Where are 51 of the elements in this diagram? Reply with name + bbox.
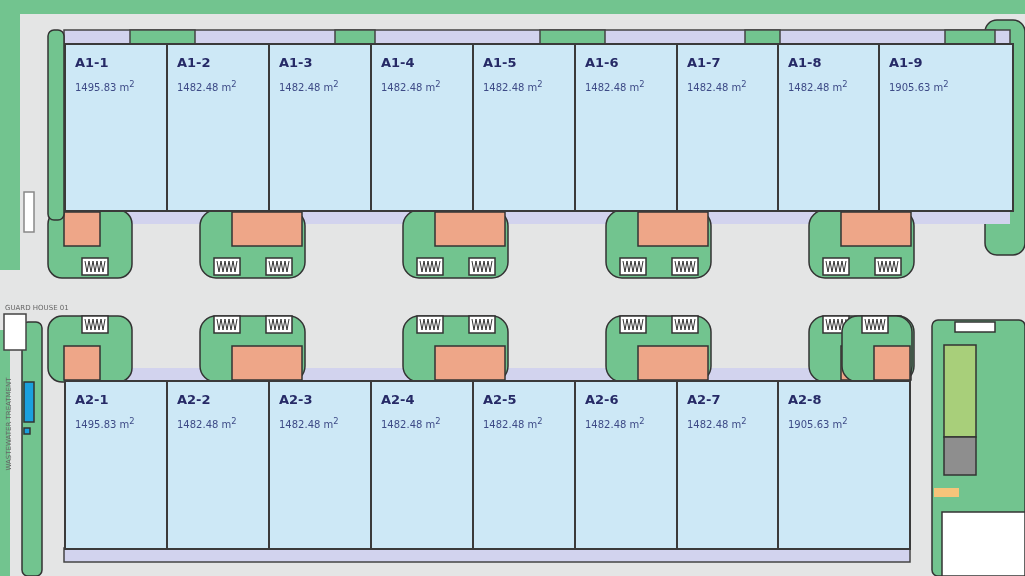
unit-name: A1-1 [75, 55, 109, 70]
unit-name: A1-2 [177, 55, 211, 70]
warehouse-unit [878, 43, 1014, 212]
warehouse-unit [64, 43, 168, 212]
warehouse-unit [574, 43, 678, 212]
warehouse-unit [574, 380, 678, 550]
unit-area: 1905.63 m$^{2}$ [889, 79, 949, 94]
unit-name: A2-6 [585, 392, 619, 407]
unit-area: 1905.63 m$^{2}$ [788, 416, 848, 431]
unit-area: 1482.48 m$^{2}$ [177, 416, 237, 431]
unit-area: 1482.48 m$^{2}$ [177, 79, 237, 94]
unit-name: A2-3 [279, 392, 313, 407]
unit-name: A2-8 [788, 392, 822, 407]
warehouse-unit [472, 43, 576, 212]
unit-name: A2-5 [483, 392, 517, 407]
unit-area: 1482.48 m$^{2}$ [279, 416, 339, 431]
warehouse-unit [166, 380, 270, 550]
warehouse-unit [370, 43, 474, 212]
unit-area: 1482.48 m$^{2}$ [279, 79, 339, 94]
unit-area: 1482.48 m$^{2}$ [585, 416, 645, 431]
warehouse-unit [676, 43, 779, 212]
unit-name: A1-7 [687, 55, 721, 70]
unit-area: 1482.48 m$^{2}$ [483, 79, 543, 94]
warehouse-unit [777, 43, 880, 212]
unit-area: 1482.48 m$^{2}$ [585, 79, 645, 94]
warehouse-unit [166, 43, 270, 212]
unit-area: 1495.83 m$^{2}$ [75, 416, 135, 431]
warehouse-unit [370, 380, 474, 550]
unit-name: A2-7 [687, 392, 721, 407]
warehouse-unit [676, 380, 779, 550]
unit-name: A2-2 [177, 392, 211, 407]
unit-name: A1-3 [279, 55, 313, 70]
unit-area: 1482.48 m$^{2}$ [687, 416, 747, 431]
unit-name: A1-9 [889, 55, 923, 70]
unit-name: A1-6 [585, 55, 619, 70]
warehouse-unit [777, 380, 911, 550]
unit-name: A2-1 [75, 392, 109, 407]
unit-name: A1-4 [381, 55, 415, 70]
unit-name: A1-8 [788, 55, 822, 70]
warehouse-unit [472, 380, 576, 550]
unit-area: 1495.83 m$^{2}$ [75, 79, 135, 94]
warehouse-unit [268, 43, 372, 212]
unit-area: 1482.48 m$^{2}$ [687, 79, 747, 94]
warehouse-unit [64, 380, 168, 550]
unit-area: 1482.48 m$^{2}$ [381, 416, 441, 431]
unit-name: A1-5 [483, 55, 517, 70]
unit-area: 1482.48 m$^{2}$ [483, 416, 543, 431]
unit-area: 1482.48 m$^{2}$ [788, 79, 848, 94]
unit-area: 1482.48 m$^{2}$ [381, 79, 441, 94]
unit-name: A2-4 [381, 392, 415, 407]
warehouse-unit [268, 380, 372, 550]
